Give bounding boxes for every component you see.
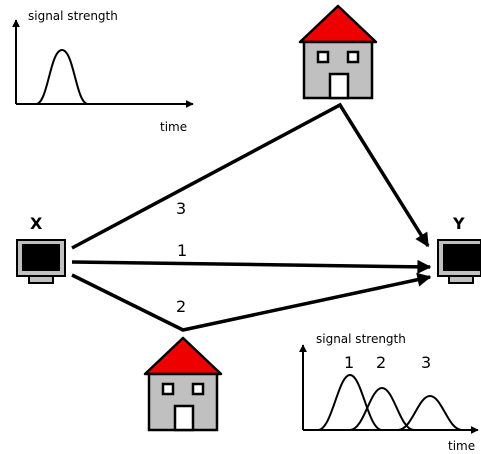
house-top-door	[328, 72, 350, 100]
path-3-reflected-top	[71, 102, 430, 250]
sender-computer: X	[16, 214, 66, 284]
house-bottom-roof	[143, 336, 223, 376]
bottom-signal-plot: signal strength time 1 2 3	[299, 332, 479, 453]
house-top-window-left	[316, 50, 330, 64]
path-2-reflected-bottom	[71, 272, 432, 332]
bottom-plot-pulse-2	[349, 386, 415, 431]
top-plot-ylabel: signal strength	[28, 9, 118, 23]
receiver-monitor-stand	[448, 275, 474, 284]
bottom-plot-ylabel: signal strength	[316, 332, 406, 346]
receiver-monitor-screen	[443, 244, 481, 271]
house-top-window-right	[346, 50, 360, 64]
top-plot-pulse	[16, 48, 180, 105]
bottom-plot-peak-label-2: 2	[376, 353, 386, 372]
sender-monitor-stand	[28, 275, 54, 284]
path-2-label: 2	[176, 297, 186, 316]
path-1-direct	[71, 259, 432, 274]
bottom-plot-peak-label-1: 1	[344, 353, 354, 372]
top-plot-xlabel: time	[160, 120, 187, 134]
signal-paths: 1 2 3	[71, 102, 432, 332]
bottom-plot-pulse-1	[317, 373, 383, 431]
path-3-label: 3	[176, 199, 186, 218]
house-top-roof	[298, 4, 378, 44]
house-bottom-window-left	[161, 382, 175, 396]
receiver-label: Y	[452, 214, 465, 233]
sender-label: X	[30, 214, 43, 233]
sender-monitor-screen	[22, 244, 60, 271]
bottom-plot-xlabel: time	[448, 439, 475, 453]
path-1-label: 1	[177, 241, 187, 260]
house-bottom	[143, 336, 223, 432]
bottom-plot-peak-label-3: 3	[421, 353, 431, 372]
bottom-plot-pulse-3	[397, 394, 463, 431]
top-signal-plot: signal strength time	[12, 9, 194, 134]
house-bottom-door	[173, 404, 195, 432]
house-bottom-window-right	[191, 382, 205, 396]
house-top	[298, 4, 378, 100]
receiver-computer: Y	[437, 214, 481, 284]
